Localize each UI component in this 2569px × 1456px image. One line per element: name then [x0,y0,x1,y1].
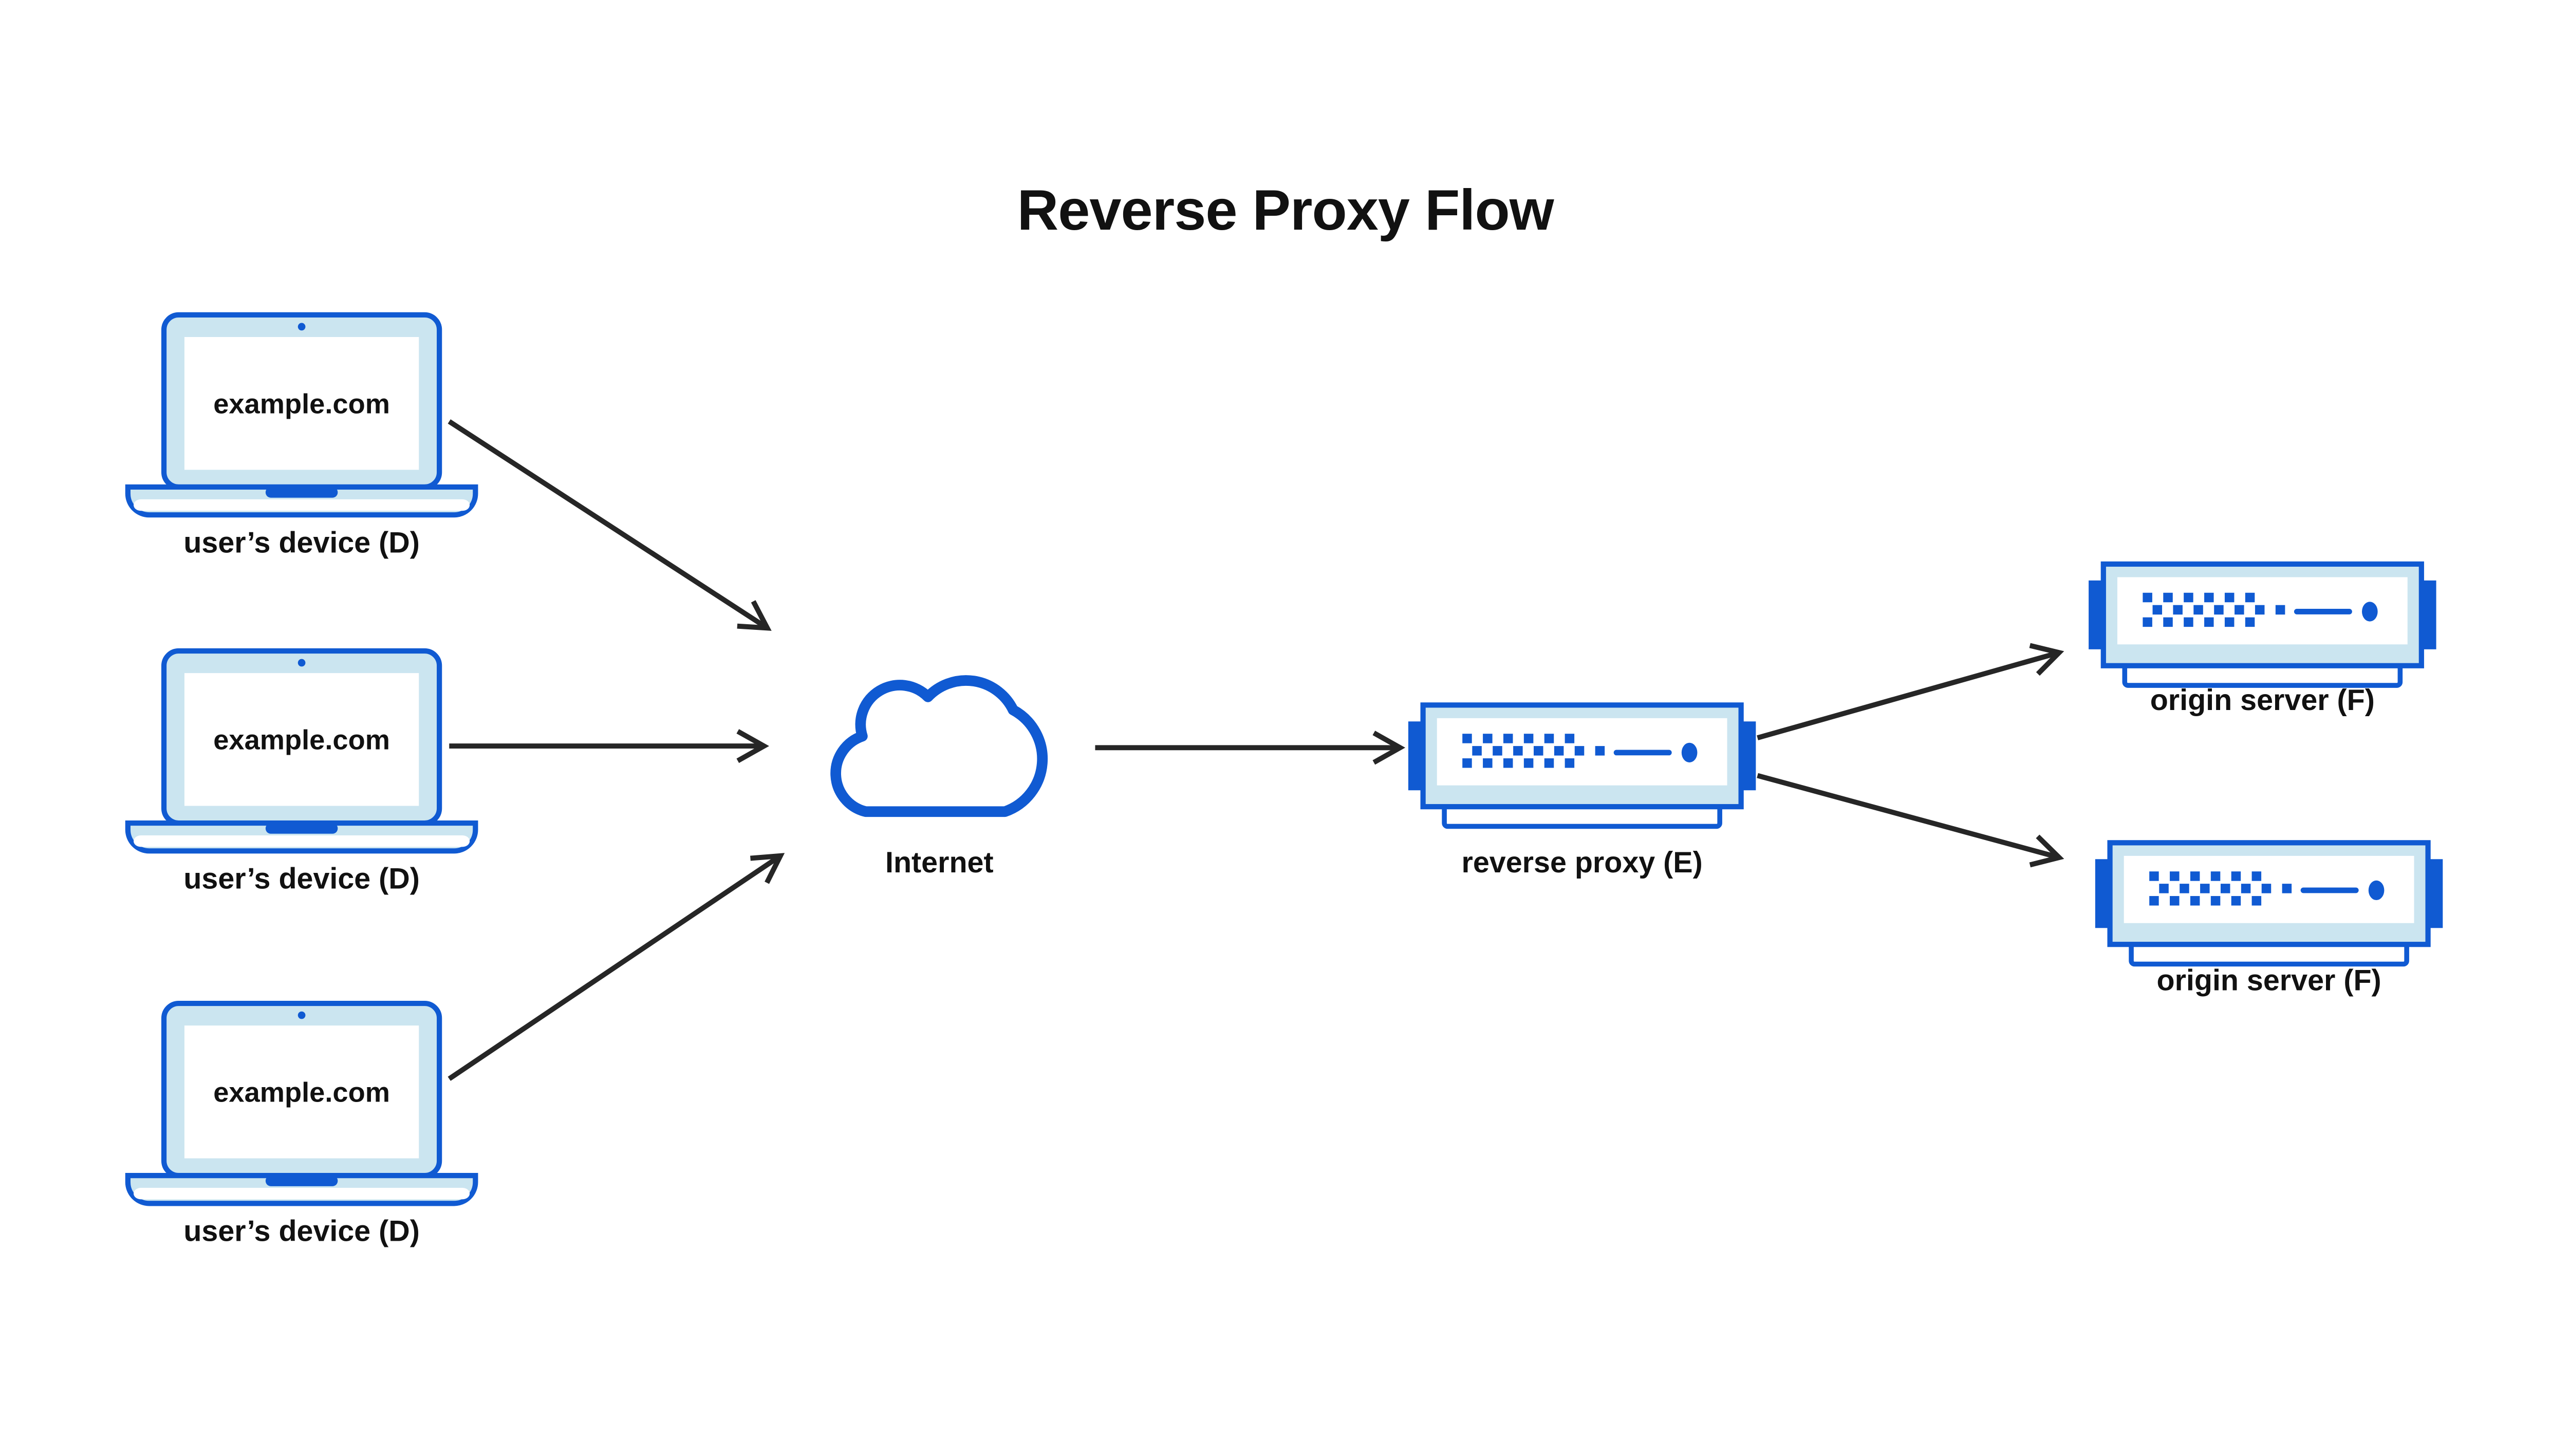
server-icon [1408,705,1756,826]
server-icon [2089,564,2436,685]
node-user-device-2: example.com user’s device (D) [128,651,475,895]
device-screen-text: example.com [213,724,390,755]
server-icon [2095,843,2443,964]
internet-label: Internet [885,846,994,879]
page-title: Reverse Proxy Flow [1017,178,1555,242]
node-user-device-3: example.com user’s device (D) [128,1003,475,1248]
arrow-proxy-to-origin2 [1757,773,2064,868]
device-label: user’s device (D) [183,527,420,559]
flow-arrows [448,419,2064,1081]
node-origin-server-1: origin server (F) [2089,564,2436,717]
device-label: user’s device (D) [183,1215,420,1248]
node-origin-server-2: origin server (F) [2095,843,2443,997]
arrow-device1-to-internet [448,419,772,631]
node-internet: Internet [830,675,1048,879]
arrow-device3-to-internet [448,853,785,1081]
origin-server-label: origin server (F) [2150,684,2375,717]
node-reverse-proxy: reverse proxy (E) [1408,705,1756,879]
origin-server-label: origin server (F) [2157,964,2381,997]
device-screen-text: example.com [213,1077,390,1108]
cloud-icon [830,675,1048,817]
arrow-proxy-to-origin1 [1757,643,2064,740]
node-user-device-1: example.com user’s device (D) [128,315,475,559]
device-screen-text: example.com [213,388,390,419]
device-label: user’s device (D) [183,863,420,895]
reverse-proxy-label: reverse proxy (E) [1462,846,1703,879]
